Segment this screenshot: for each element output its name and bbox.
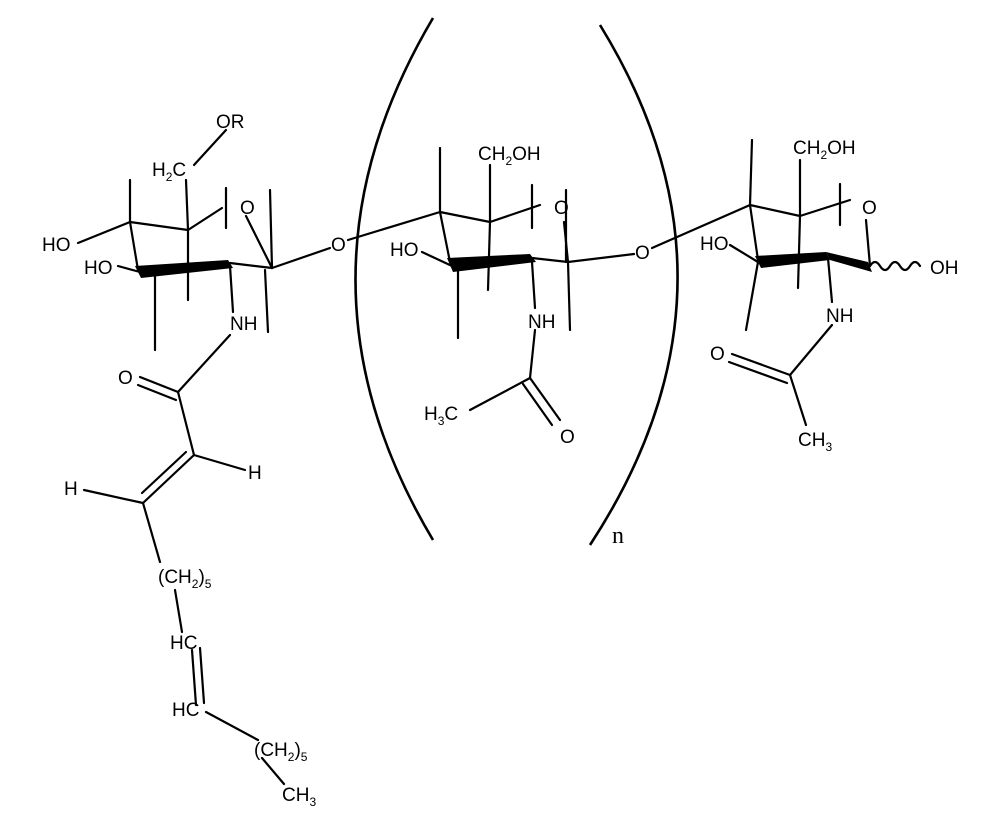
ring3-axial-up-1 [750,140,752,205]
nh-to-carbonyl [178,335,230,392]
ring3-wavy-oh-bond [870,262,920,270]
ring3-carbonyl-double-1 [732,354,790,375]
ring3-nh-bond [828,258,832,302]
cis-double-1 [192,650,196,705]
ring3-ch2oh-label: CH2OH [793,138,856,162]
acyl-carbonyl-o: O [118,368,133,389]
ring2-ho-label: HO [390,240,419,261]
ring3-nh-label: NH [826,306,853,327]
ring3-carbonyl-double-2 [729,362,787,383]
ring3-bond-a [750,205,758,260]
alkene-h-bond-right [194,455,245,470]
ch2-five-label-1: (CH2)5 [158,567,212,591]
ring3-oxygen: O [862,198,877,219]
ring3-nh-to-carbonyl [790,325,832,375]
acyl-chain: O H H (CH2)5 HC HC (CH2)5 CH3 [64,335,316,809]
ring3-bond-back [750,205,800,216]
ring1-axial-down-5 [265,270,268,332]
glycosidic-bond-1b [348,212,440,240]
ring1-bond-back [130,222,188,230]
or-label: OR [216,112,245,133]
alkene-double-1 [143,455,194,503]
ring2-nh-to-carbonyl [530,330,535,378]
ring3-axial-down-4 [746,262,758,330]
carbonyl-double-1 [140,377,178,392]
ch2-to-hc [175,590,182,632]
ring3-ho-label: HO [700,234,729,255]
ring2-bond-back [440,212,490,222]
ring3-ch3-label: CH3 [798,430,832,454]
ch2-to-or [194,130,226,165]
ring1-axial-up-anomeric [270,190,272,268]
ring-2: CH2OH O HO NH H3C O [390,144,575,448]
ring2-bond-b [532,258,568,262]
alkene-double-2 [142,452,186,493]
repeat-paren-right [590,25,678,545]
ring3-bond-o-left [800,200,850,216]
hc-lower-label: HC [172,700,199,721]
alkene-h-bond-left [84,490,143,503]
carbonyl-double-2 [138,385,176,400]
repeat-subscript-n: n [612,523,624,549]
ring3-ho-bond [730,245,758,262]
ring2-methyl-bond [470,378,530,410]
ring2-axial-down-5 [568,262,570,330]
ring-1: OR H2C O HO HO NH [42,112,272,350]
ch2-five-label-2: (CH2)5 [254,740,308,764]
ring3-wedge-front [755,252,830,268]
ho-bottom-label: HO [84,258,113,279]
ring1-oxygen: O [240,198,255,219]
ring3-carbonyl-o: O [710,344,725,365]
ring2-ch2oh-label: CH2OH [478,144,541,168]
ho-top-label: HO [42,235,71,256]
ring1-nh-bond [230,266,233,312]
ring3-bond-o-right [866,220,870,266]
ring1-nh-label: NH [230,314,257,335]
ring-3: CH2OH O HO OH NH O CH3 [700,138,959,454]
hc-upper-label: HC [170,633,197,654]
ring2-nh-bond [532,262,535,308]
ring1-bond-c [246,216,272,268]
ring2-axial-2 [488,222,490,290]
ring2-wedge-front [447,254,536,272]
ring3-wedge-anomeric [826,252,872,272]
ring3-axial-2 [798,216,800,288]
ring2-h3c-label: H3C [424,404,458,428]
terminal-ch3-label: CH3 [282,785,316,809]
ring2-oxygen: O [554,198,569,219]
ring1-bond-o-left [188,208,222,230]
ch2-stem [186,180,188,230]
glycosidic-o-2: O [635,243,650,264]
carbonyl-to-alkene [178,392,194,455]
alkene-h-left: H [64,479,78,500]
glycosidic-o-1: O [331,235,346,256]
alkene-to-ch2 [143,503,160,562]
glycosidic-bond-2a [568,254,634,262]
cis-double-2 [200,648,204,703]
ch2b-to-ch3 [262,758,284,784]
repeat-paren-left [356,18,434,540]
hc-to-ch2b [206,712,258,740]
ring3-methyl-bond [790,375,806,425]
ring2-bond-a [440,212,450,262]
ring1-bond-b [230,263,272,268]
ho-bond-top [78,222,130,243]
alkene-h-right: H [248,463,262,484]
ring2-nh-label: NH [528,312,555,333]
ring3-anomeric-oh-label: OH [930,258,959,279]
ring1-wedge-front [135,260,233,278]
glycosidic-bond-1a [272,248,330,268]
h2c-label: H2C [152,160,186,184]
ring1-bond-a [130,222,138,270]
ring2-carbonyl-o: O [560,427,575,448]
